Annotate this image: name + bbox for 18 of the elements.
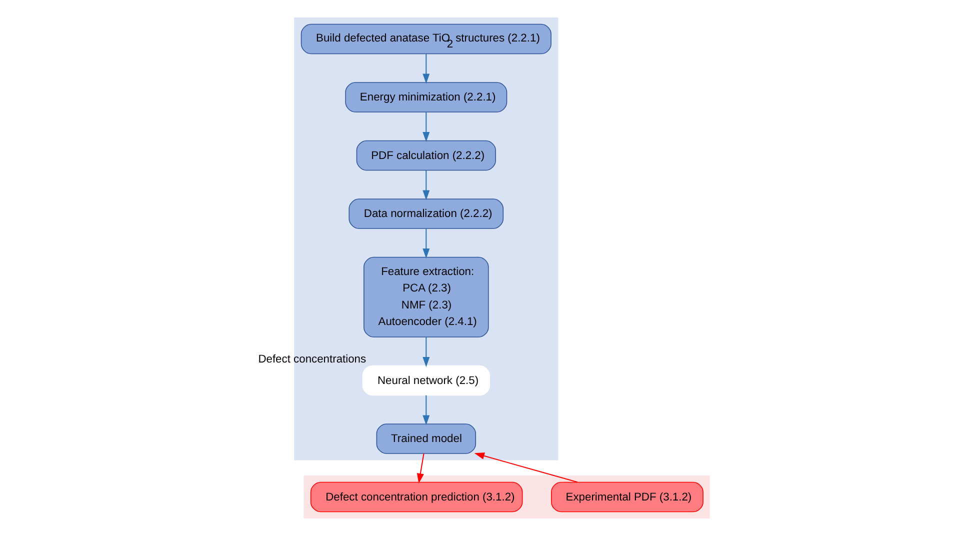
node-box: Defect concentration prediction (3.1.2) <box>310 482 522 512</box>
arrow <box>474 452 578 483</box>
node-label: Defect concentrations <box>258 354 366 366</box>
node-box: Experimental PDF (3.1.2) <box>550 482 703 512</box>
arrow <box>422 228 430 259</box>
arrow <box>422 395 430 426</box>
arrow <box>422 54 430 84</box>
arrow <box>416 453 424 484</box>
arrow <box>422 112 430 142</box>
arrow <box>422 170 430 200</box>
cluster <box>303 475 710 519</box>
node-box: Trained model <box>376 424 476 454</box>
node-box: PDF calculation (2.2.2) <box>356 140 496 171</box>
node-box: Data normalization (2.2.2) <box>348 198 504 229</box>
node-box: Neural network (2.5) <box>362 365 490 396</box>
node-box: Feature extraction: PCA (2.3) NMF (2.3) Autoencoder (2.4.1) <box>363 256 488 338</box>
arrow <box>422 337 430 368</box>
node-box: Energy minimization (2.2.1) <box>344 82 507 112</box>
